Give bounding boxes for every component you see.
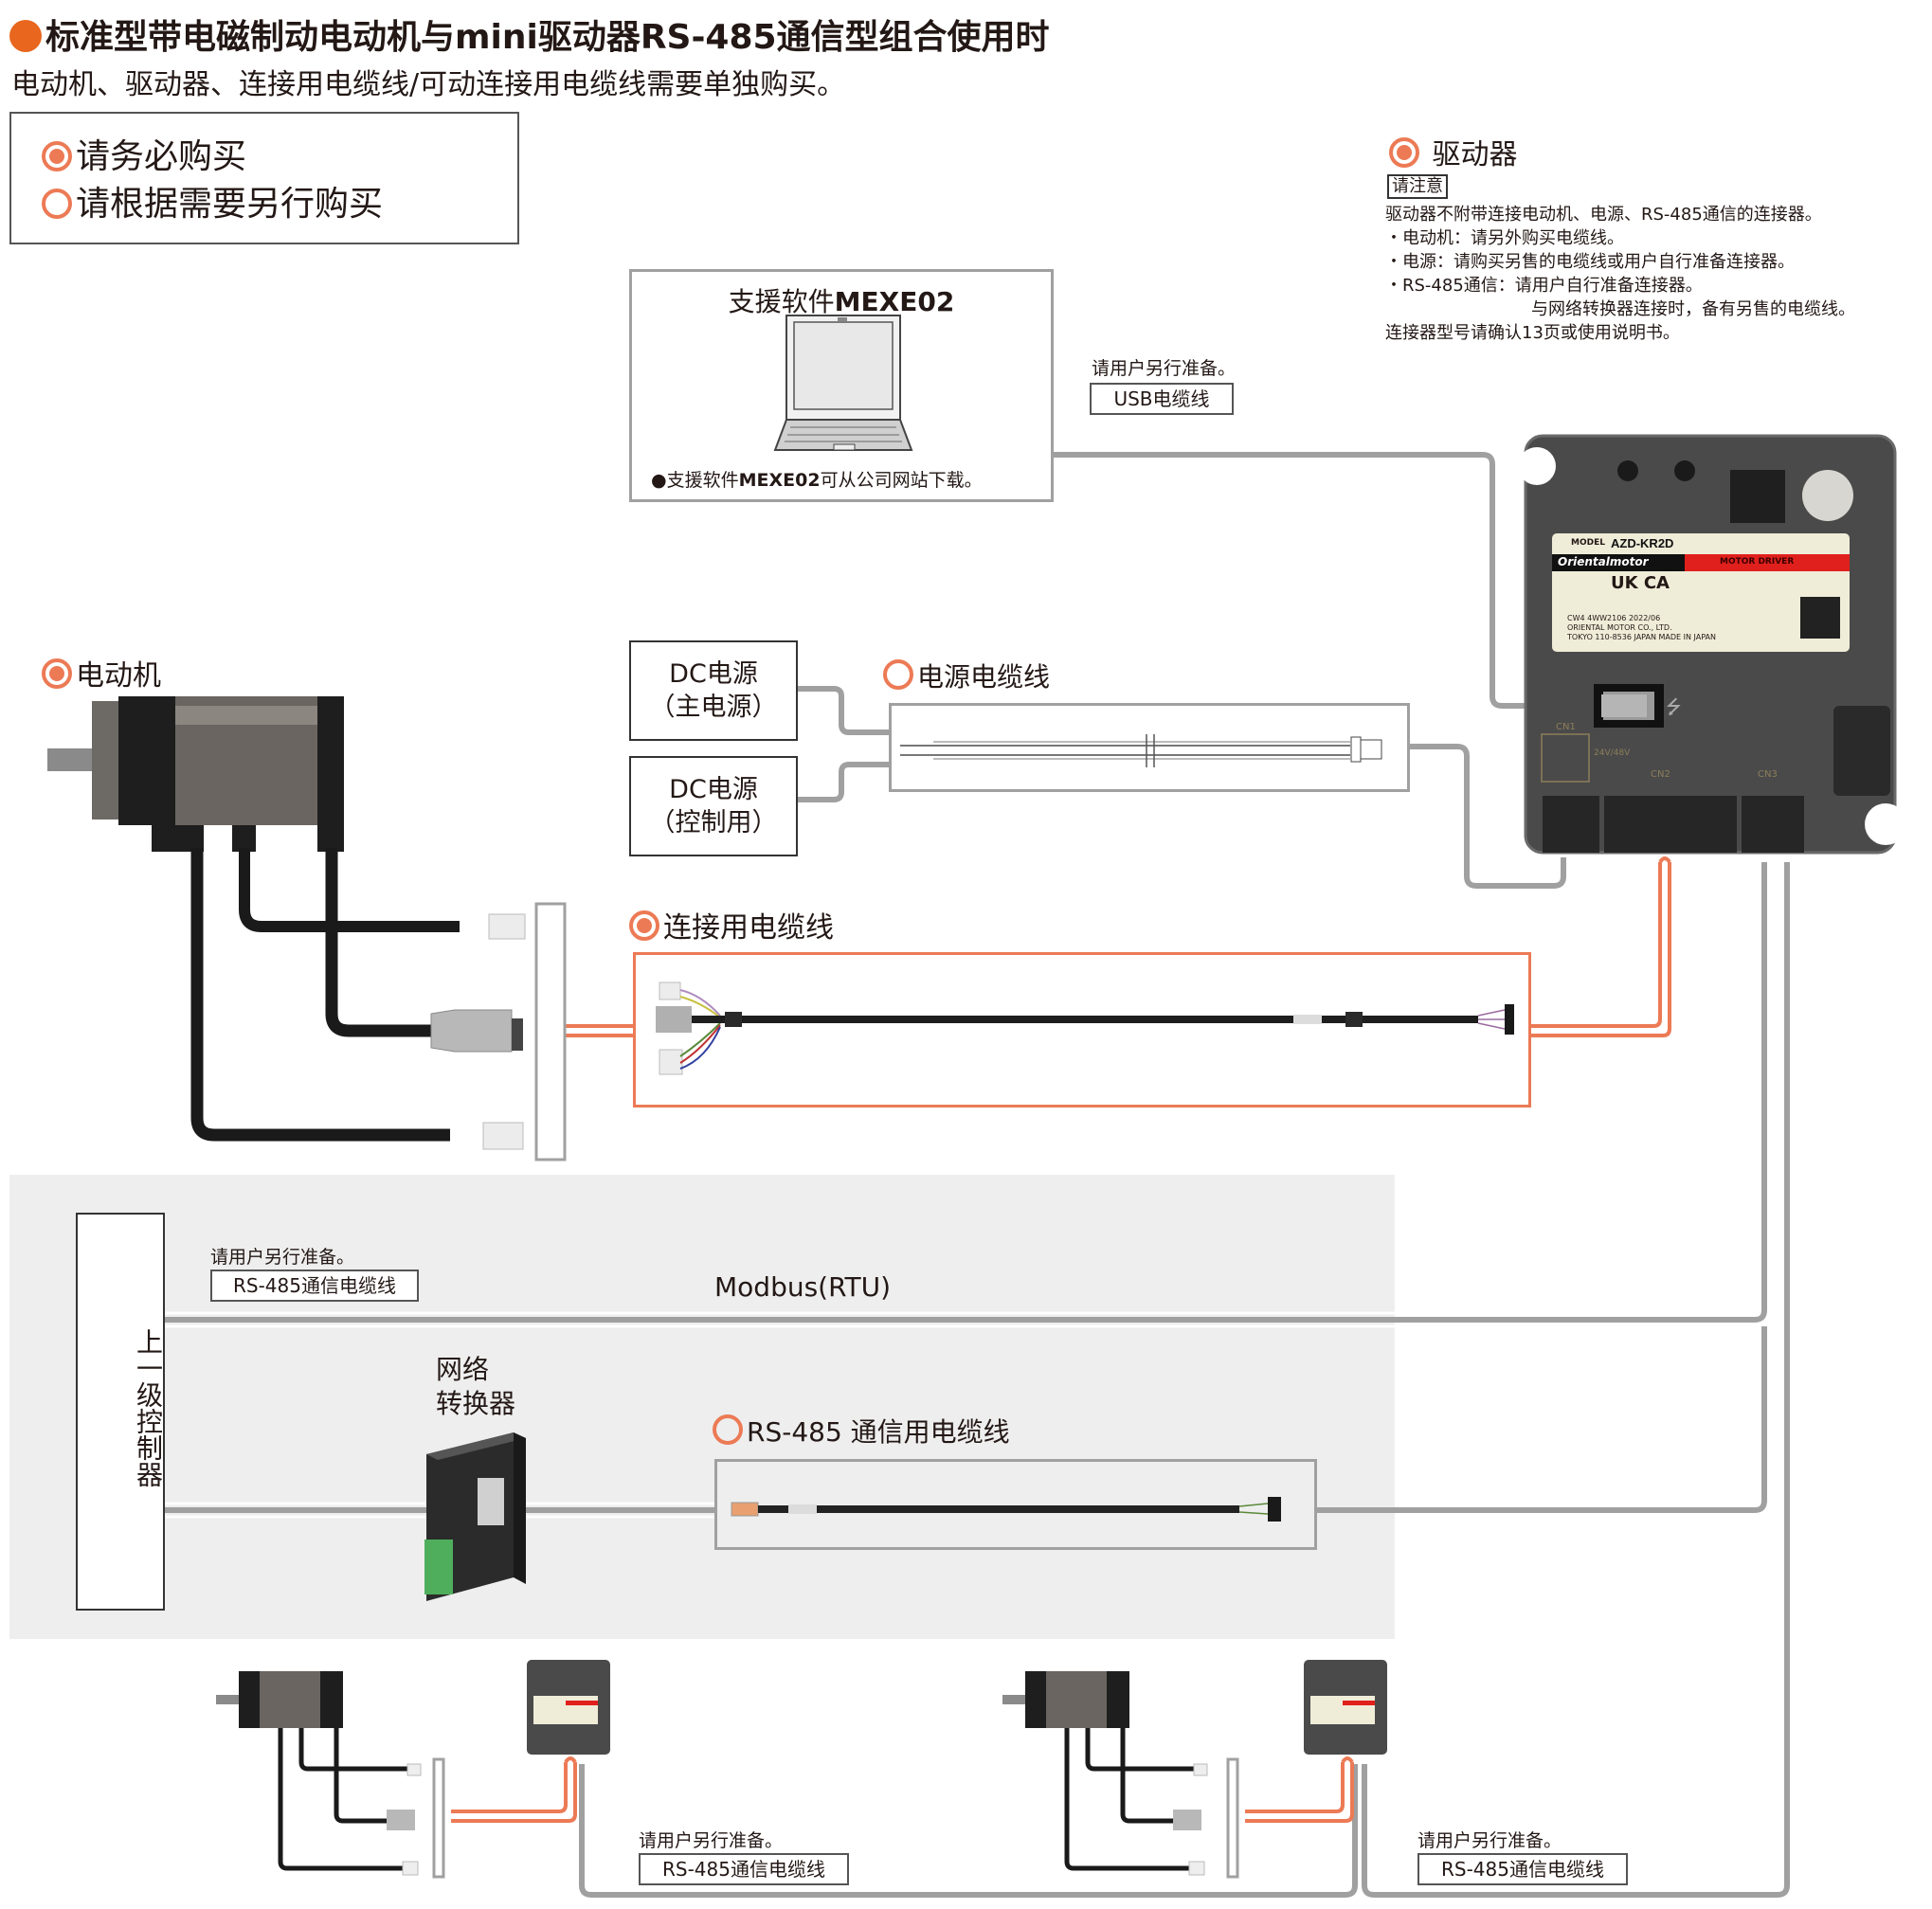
required-mark-icon	[42, 658, 72, 689]
network-converter-image	[424, 1432, 526, 1601]
usb-cable-label[interactable]: USB电缆线	[1090, 383, 1234, 415]
motor-heading: 电动机	[42, 652, 161, 693]
software-title: 支援软件MEXE02	[728, 286, 955, 317]
driver-type: MOTOR DRIVER	[1720, 557, 1795, 567]
connection-cable-line-a	[561, 862, 1662, 1028]
bottom-left-rs485-label[interactable]: RS-485通信电缆线	[639, 1853, 849, 1885]
driver-model-prefix: MODEL	[1571, 538, 1605, 548]
power-cable-box[interactable]	[889, 703, 1410, 792]
optional-mark-icon	[42, 189, 72, 219]
usb-note: 请用户另行准备。	[1092, 358, 1237, 379]
voltage-label: 24V/48V	[1594, 748, 1631, 758]
driver-large-image	[1518, 434, 1906, 855]
network-converter-label: 网络 转换器	[436, 1354, 516, 1419]
rs485-cable-label[interactable]: RS-485通信电缆线	[210, 1270, 419, 1302]
bottom-right-note: 请用户另行准备。	[1417, 1830, 1562, 1851]
rs485-cable-image	[731, 1497, 1281, 1522]
motor-large-image	[47, 696, 526, 1150]
upper-controller-box: 上一级控制器	[76, 1213, 165, 1611]
modbus-label: Modbus(RTU)	[714, 1271, 892, 1303]
motor-small-right-image	[1002, 1671, 1208, 1876]
bottom-left-orange-b	[451, 1762, 577, 1823]
power-cable-heading: 电源电缆线	[883, 657, 1050, 694]
motor-small-left-connector-bar	[432, 1757, 445, 1879]
motor-small-left-image	[216, 1671, 422, 1876]
power-cable-image	[900, 734, 1382, 767]
bottom-left-note: 请用户另行准备。	[639, 1830, 784, 1851]
bottom-right-rs485-label[interactable]: RS-485通信电缆线	[1417, 1853, 1628, 1885]
network-band	[9, 1175, 1395, 1639]
power-main-line	[798, 686, 889, 735]
optional-mark-icon	[883, 659, 913, 690]
dc-power-main-box: DC电源 （主电源）	[629, 640, 798, 741]
cn2-label: CN2	[1651, 769, 1670, 780]
rs485-cable-box[interactable]	[714, 1459, 1317, 1550]
bottom-right-orange-a	[1245, 1762, 1345, 1813]
driver-note: 驱动器不附带连接电动机、电源、RS-485通信的连接器。	[1385, 205, 1822, 225]
required-mark-icon	[629, 910, 659, 941]
usb-cable-line	[1054, 452, 1632, 709]
driver-heading: 驱动器	[1389, 131, 1518, 172]
legend-optional: 请根据需要另行购买	[42, 176, 383, 225]
cn3-label: CN3	[1758, 769, 1778, 780]
optional-mark-icon	[713, 1414, 743, 1445]
required-mark-icon	[42, 141, 72, 171]
rs485-note: 请用户另行准备。	[210, 1247, 355, 1268]
bottom-right-orange-b	[1245, 1762, 1354, 1823]
driver-label-text: CW4 4WW2106 2022/06 ORIENTAL MOTOR CO., …	[1567, 614, 1716, 641]
driver-small-left-image	[527, 1660, 610, 1755]
daisy-chain-line-right	[1362, 862, 1790, 1898]
connection-cable-box[interactable]	[633, 952, 1531, 1108]
driver-small-right-image	[1304, 1660, 1387, 1755]
power-to-driver-line	[1409, 744, 1566, 889]
page-title: 标准型带电磁制动电动机与mini驱动器RS-485通信型组合使用时	[9, 9, 1050, 59]
driver-note: 连接器型号请确认13页或使用说明书。	[1385, 323, 1680, 343]
bottom-left-orange-a	[451, 1762, 568, 1813]
driver-cert-ukca: UK CA	[1611, 573, 1670, 593]
software-box: 支援软件MEXE02 ●支援软件MEXE02可从公司网站下载。	[629, 269, 1054, 502]
rs485-cable-heading: RS-485 通信用电缆线	[713, 1412, 1010, 1450]
power-ctrl-line	[798, 762, 889, 802]
legend-required: 请务必购买	[42, 129, 246, 178]
motor-connector-bar	[534, 902, 567, 1162]
driver-notes: 驱动器不附带连接电动机、电源、RS-485通信的连接器。 ・电动机：请另外购买电…	[1385, 203, 1855, 345]
purchase-legend: 请务必购买 请根据需要另行购买	[9, 112, 519, 244]
driver-note: ・电动机：请另外购买电缆线。	[1385, 228, 1624, 248]
dc-power-control-box: DC电源 （控制用）	[629, 756, 798, 856]
upper-controller-label: 上一级控制器	[133, 1328, 164, 1487]
usb-port-icon: ⭍	[1666, 695, 1682, 718]
cn1-label: CN1	[1556, 722, 1576, 732]
driver-note: 与网络转换器连接时，备有另售的电缆线。	[1531, 299, 1855, 319]
driver-model-text: AZD-KR2D	[1611, 536, 1673, 550]
motor-small-right-connector-bar	[1226, 1757, 1239, 1879]
connection-cable-line-b	[561, 862, 1671, 1037]
required-mark-icon	[1389, 137, 1419, 168]
software-note: ●支援软件MEXE02可从公司网站下载。	[651, 470, 983, 491]
connection-cable-heading: 连接用电缆线	[629, 904, 834, 945]
driver-brand: Orientalmotor	[1558, 555, 1649, 568]
connection-cable-image	[656, 982, 1514, 1075]
modbus-line	[165, 862, 1767, 1323]
driver-note: ・RS-485通信：请用户自行准备连接器。	[1385, 276, 1703, 296]
caution-tag: 请注意	[1387, 174, 1448, 199]
driver-note: ・电源：请购买另售的电缆线或用户自行准备连接器。	[1385, 252, 1795, 272]
page-subtitle: 电动机、驱动器、连接用电缆线/可动连接用电缆线需要单独购买。	[11, 68, 846, 101]
title-bullet-icon	[9, 20, 42, 52]
daisy-chain-line-left	[579, 1764, 1358, 1898]
